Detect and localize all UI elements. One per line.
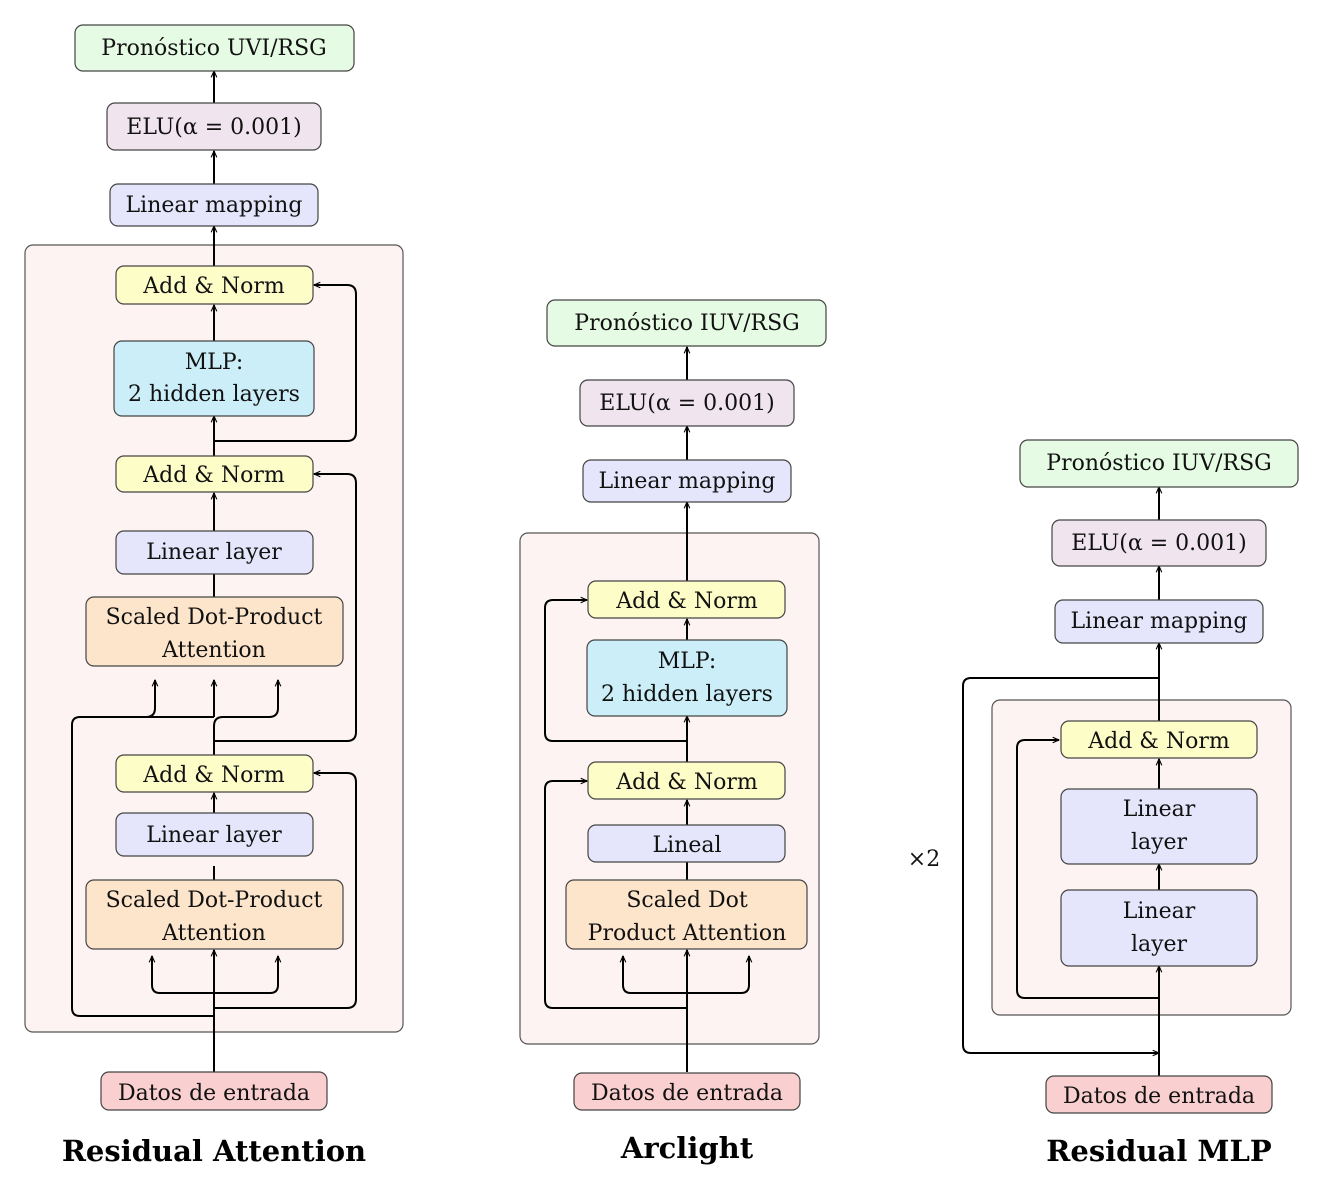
- attention-label-line1: Scaled Dot-Product: [106, 888, 323, 913]
- wire: [962, 677, 1159, 1053]
- input-node: [573, 1072, 801, 1111]
- elu-node: [1051, 519, 1267, 567]
- add-norm-node: [1060, 720, 1258, 759]
- add-norm-label: Add & Norm: [1087, 729, 1230, 754]
- wire: [544, 600, 687, 742]
- mlp-label-line2: 2 hidden layers: [128, 382, 300, 407]
- elu-label: ELU(α = 0.001): [126, 115, 301, 140]
- linear-layer-node: [1060, 788, 1258, 865]
- wire: [214, 773, 357, 1009]
- linear-layer-node: [1060, 889, 1258, 967]
- repeat-label: ×2: [908, 847, 940, 872]
- input-label: Datos de entrada: [591, 1081, 783, 1106]
- linear-layer-label-line2: layer: [1131, 932, 1188, 957]
- add-norm-node: [115, 754, 314, 793]
- add-norm-node: [587, 580, 786, 619]
- add-norm-node: [115, 455, 314, 493]
- attention-label-line2: Attention: [161, 921, 266, 946]
- attention-node: [85, 596, 344, 667]
- wire: [687, 956, 749, 994]
- linear-layer-label-line2: layer: [1131, 830, 1188, 855]
- output-label: Pronóstico IUV/RSG: [574, 311, 799, 336]
- wire: [623, 956, 687, 994]
- linear-mapping-node: [1054, 599, 1264, 644]
- wire: [213, 680, 278, 755]
- linear-layer-node: [115, 812, 314, 857]
- wire: [145, 680, 155, 718]
- elu-node: [579, 379, 795, 427]
- linear-layer-label: Linear layer: [146, 823, 282, 848]
- add-norm-label: Add & Norm: [142, 763, 285, 788]
- elu-node: [106, 102, 322, 151]
- mlp-node: [113, 340, 315, 417]
- lineal-label: Lineal: [653, 833, 722, 858]
- input-node: [100, 1071, 328, 1111]
- linear-mapping-label: Linear mapping: [1071, 609, 1248, 634]
- input-label: Datos de entrada: [118, 1081, 310, 1106]
- input-label: Datos de entrada: [1063, 1084, 1255, 1109]
- linear-layer-label: Linear layer: [146, 540, 282, 565]
- output-label: Pronóstico UVI/RSG: [101, 36, 326, 61]
- wire: [71, 716, 214, 1017]
- wire: [152, 956, 214, 994]
- wire: [214, 956, 278, 994]
- residual-mlp-panel: Pronóstico IUV/RSG ELU(α = 0.001) Linear…: [908, 439, 1299, 1168]
- wire: [544, 781, 687, 1009]
- input-node: [1045, 1075, 1273, 1114]
- residual-attention-panel: Pronóstico UVI/RSG ELU(α = 0.001) Linear…: [24, 24, 404, 1168]
- output-label: Pronóstico IUV/RSG: [1046, 451, 1271, 476]
- elu-label: ELU(α = 0.001): [599, 391, 774, 416]
- mlp-label-line1: MLP:: [185, 350, 244, 375]
- panel-title: Residual Attention: [62, 1134, 366, 1168]
- attention-node: [85, 879, 344, 950]
- linear-mapping-node: [582, 459, 792, 503]
- wire: [1016, 740, 1159, 999]
- wire: [214, 474, 357, 742]
- add-norm-label: Add & Norm: [615, 770, 758, 795]
- attention-label-line1: Scaled Dot: [626, 888, 748, 913]
- add-norm-label: Add & Norm: [142, 274, 285, 299]
- mlp-label-line2: 2 hidden layers: [601, 682, 773, 707]
- output-node: [1019, 439, 1299, 488]
- linear-layer-label-line1: Linear: [1123, 797, 1196, 822]
- mlp-label-line1: MLP:: [658, 649, 717, 674]
- add-norm-node: [115, 265, 314, 305]
- attention-label-line2: Attention: [161, 638, 266, 663]
- linear-layer-label-line1: Linear: [1123, 899, 1196, 924]
- mlp-node: [586, 639, 788, 717]
- lineal-node: [587, 824, 786, 863]
- output-node: [74, 24, 355, 72]
- attention-label-line2: Product Attention: [588, 921, 787, 946]
- linear-layer-node: [115, 530, 314, 575]
- wire: [214, 285, 357, 442]
- arclight-panel: Pronóstico IUV/RSG ELU(α = 0.001) Linear…: [519, 299, 827, 1165]
- attention-label-line1: Scaled Dot-Product: [106, 605, 323, 630]
- add-norm-label: Add & Norm: [615, 589, 758, 614]
- linear-mapping-label: Linear mapping: [599, 469, 776, 494]
- panel-title: Arclight: [620, 1131, 754, 1165]
- panel-title: Residual MLP: [1046, 1134, 1272, 1168]
- linear-mapping-node: [109, 183, 319, 227]
- add-norm-label: Add & Norm: [142, 463, 285, 488]
- attention-node: [565, 879, 808, 950]
- add-norm-node: [587, 761, 786, 800]
- elu-label: ELU(α = 0.001): [1071, 531, 1246, 556]
- output-node: [546, 299, 827, 347]
- linear-mapping-label: Linear mapping: [126, 193, 303, 218]
